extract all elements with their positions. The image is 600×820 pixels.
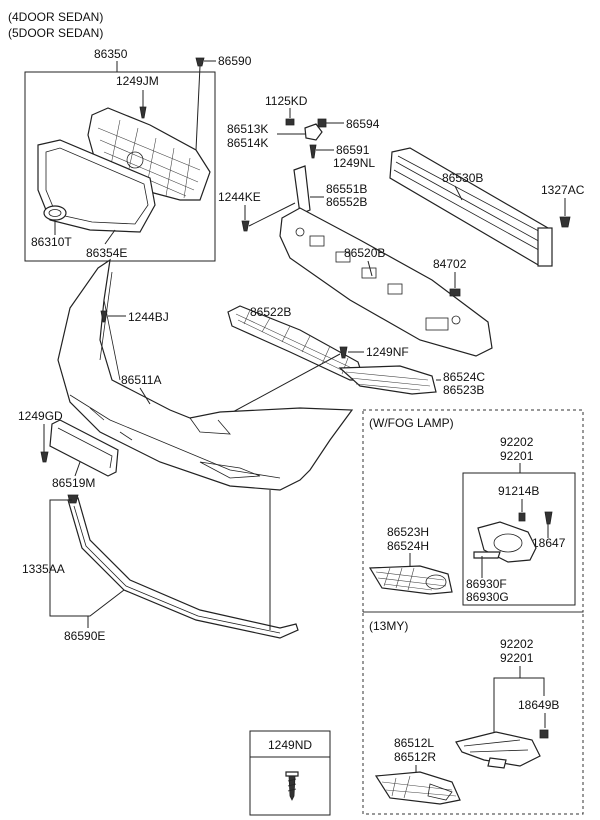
my13-label-92202: 92202: [500, 637, 534, 651]
fog-label-86930F: 86930F: [466, 577, 507, 591]
screw-1249NF: [339, 346, 348, 359]
clip-86594: [317, 118, 327, 128]
my13-label-86512R: 86512R: [394, 750, 436, 764]
label-86350: 86350: [94, 47, 128, 61]
label-86520B: 86520B: [344, 246, 385, 260]
label-1244KE: 1244KE: [218, 190, 261, 204]
license-plate-bracket: [49, 419, 119, 477]
fog-lamp-option-box: [362, 409, 584, 613]
label-84702: 84702: [433, 257, 467, 271]
label-1249NF: 1249NF: [366, 345, 409, 359]
screw-1244KE: [241, 220, 250, 232]
label-86524C: 86524C: [443, 370, 485, 384]
label-86594: 86594: [346, 117, 380, 131]
fog-lamp-assembly-box: [462, 472, 576, 606]
label-1244BJ: 1244BJ: [128, 310, 169, 324]
clip-86590: [195, 57, 205, 67]
fog-box-title: (W/FOG LAMP): [369, 416, 454, 430]
bumper-reinforcement-beam: [389, 147, 553, 267]
grille-assembly-box: [24, 71, 216, 262]
my13-label-86512L: 86512L: [394, 736, 434, 750]
energy-absorber: [279, 207, 493, 357]
fog-cover-86523H: [368, 565, 453, 595]
label-86551B: 86551B: [326, 182, 367, 196]
label-86523B: 86523B: [443, 383, 484, 397]
drl-lamp-92201: [455, 731, 541, 769]
fog-label-92202: 92202: [500, 435, 534, 449]
bracket-86551B: [293, 165, 311, 215]
clip-1335AA: [67, 494, 79, 504]
screw-1249JM: [139, 106, 147, 119]
screw-1249NL: [309, 144, 317, 159]
label-1125KD: 1125KD: [265, 94, 308, 108]
fog-label-18647: 18647: [532, 536, 566, 550]
front-bumper-cover: [57, 258, 354, 491]
screw-1244BJ: [100, 310, 108, 323]
my13-option-box: [362, 611, 584, 815]
label-1249NL: 1249NL: [333, 156, 375, 170]
label-86519M: 86519M: [52, 476, 95, 490]
label-86590E: 86590E: [64, 629, 105, 643]
header-line-1: (4DOOR SEDAN): [8, 10, 103, 24]
bulb-91214B: [518, 512, 526, 522]
lamp-cover-86512L: [374, 771, 461, 805]
legend-label-1249ND: 1249ND: [268, 738, 312, 752]
fog-label-91214B: 91214B: [498, 484, 539, 498]
fog-cover-86524C: [338, 365, 437, 395]
label-86511A: 86511A: [121, 373, 161, 387]
fog-label-92201: 92201: [500, 449, 534, 463]
label-86530B: 86530B: [442, 171, 483, 185]
grille-surround: [37, 139, 156, 233]
label-1327AC: 1327AC: [541, 183, 585, 197]
header-line-2: (5DOOR SEDAN): [8, 26, 103, 40]
fog-label-86930G: 86930G: [466, 590, 509, 604]
label-86513K: 86513K: [227, 122, 268, 136]
label-1249GD: 1249GD: [18, 409, 63, 423]
pad-84702: [449, 288, 461, 297]
label-86522B: 86522B: [250, 305, 291, 319]
my13-label-92201: 92201: [500, 651, 534, 665]
my13-label-18649B: 18649B: [518, 698, 559, 712]
nut-1327AC: [559, 216, 571, 228]
screw-1249GD: [40, 451, 49, 463]
label-86310T: 86310T: [31, 235, 72, 249]
screw-1249ND-icon: [285, 771, 299, 801]
my13-box-title: (13MY): [369, 619, 408, 633]
label-86354E: 86354E: [86, 246, 127, 260]
bolt-1125KD: [285, 118, 295, 126]
label-1335AA: 1335AA: [22, 562, 65, 576]
fog-lamp-86930F: [473, 521, 537, 563]
bulb-18647: [544, 511, 553, 525]
label-86591: 86591: [336, 143, 370, 157]
fog-label-86523H: 86523H: [387, 525, 429, 539]
emblem: [43, 205, 67, 221]
fog-label-86524H: 86524H: [387, 539, 429, 553]
bulb-18649B: [539, 729, 549, 739]
label-86552B: 86552B: [326, 195, 367, 209]
label-1249JM: 1249JM: [116, 74, 159, 88]
label-86514K: 86514K: [227, 136, 268, 150]
bracket-86513K: [304, 123, 323, 141]
front-lip: [67, 497, 299, 639]
label-86590: 86590: [218, 54, 252, 68]
fastener-legend-box: [249, 730, 331, 816]
